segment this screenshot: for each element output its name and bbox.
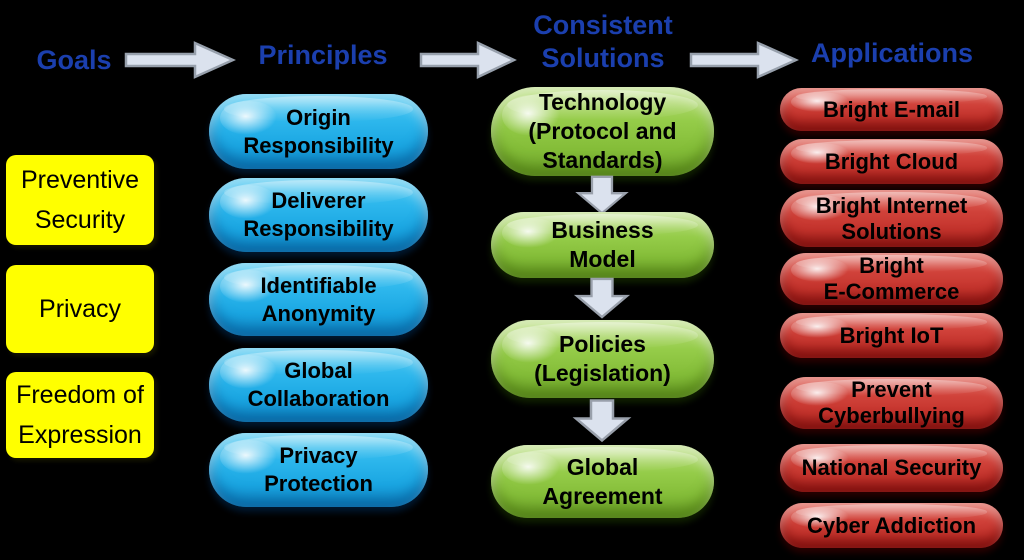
pill-label: Bright Cloud: [824, 148, 959, 174]
goal-box-privacy: Privacy: [6, 265, 154, 353]
pill-label: National Security: [801, 455, 982, 480]
pill-label: Cyber Addiction: [806, 512, 977, 538]
application-pill-bright-cloud: Bright Cloud: [780, 139, 1003, 184]
application-pill-bright-email: Bright E-mail: [780, 88, 1003, 131]
principle-pill-privacy-protection: Privacy Protection: [209, 433, 428, 507]
application-pill-bright-iot: Bright IoT: [780, 313, 1003, 358]
solution-pill-policies-legislation: Policies (Legislation): [491, 320, 714, 398]
pill-label: Global Collaboration: [247, 358, 390, 411]
principle-pill-origin-responsibility: Origin Responsibility: [209, 94, 428, 169]
header-applications: Applications: [810, 38, 973, 68]
application-pill-prevent-cyberbullying: Prevent Cyberbullying: [780, 377, 1003, 429]
application-pill-cyber-addiction: Cyber Addiction: [780, 503, 1003, 548]
down-arrow-icon: [572, 399, 632, 443]
pill-label: Technology (Protocol and Standards): [528, 89, 677, 173]
solution-pill-global-agreement: Global Agreement: [491, 445, 714, 518]
pill-label: Business Model: [551, 217, 654, 272]
pill-label: Privacy Protection: [264, 443, 373, 496]
application-pill-national-security: National Security: [780, 444, 1003, 492]
pill-label: Bright E-Commerce: [823, 253, 960, 304]
solution-pill-technology: Technology (Protocol and Standards): [491, 87, 714, 176]
solution-pill-business-model: Business Model: [491, 212, 714, 278]
pill-label: Policies (Legislation): [534, 331, 671, 386]
pill-label: Identifiable Anonymity: [260, 272, 377, 326]
pill-label: Bright E-mail: [823, 96, 960, 122]
pill-label: Global Agreement: [542, 453, 663, 509]
application-pill-bright-internet-solutions: Bright Internet Solutions: [780, 190, 1003, 247]
pill-label: Bright Internet Solutions: [815, 192, 968, 244]
header-goals: Goals: [36, 45, 112, 75]
principle-pill-global-collaboration: Global Collaboration: [209, 348, 428, 422]
right-arrow-icon: [689, 41, 799, 79]
header-principles: Principles: [258, 40, 388, 70]
pill-label: Prevent Cyberbullying: [818, 377, 965, 428]
pill-label: Deliverer Responsibility: [243, 188, 394, 241]
goal-box-freedom-of-expression: Freedom of Expression: [6, 372, 154, 458]
down-arrow-icon: [573, 277, 631, 319]
right-arrow-icon: [124, 41, 236, 79]
pill-label: Bright IoT: [839, 322, 944, 348]
right-arrow-icon: [419, 41, 517, 79]
application-pill-bright-ecommerce: Bright E-Commerce: [780, 253, 1003, 305]
principle-pill-identifiable-anonymity: Identifiable Anonymity: [209, 263, 428, 336]
header-consistent-solutions: Consistent Solutions: [533, 10, 673, 73]
down-arrow-icon: [575, 175, 629, 215]
pill-label: Origin Responsibility: [243, 104, 394, 158]
principle-pill-deliverer-responsibility: Deliverer Responsibility: [209, 178, 428, 252]
goal-box-preventive-security: Preventive Security: [6, 155, 154, 245]
